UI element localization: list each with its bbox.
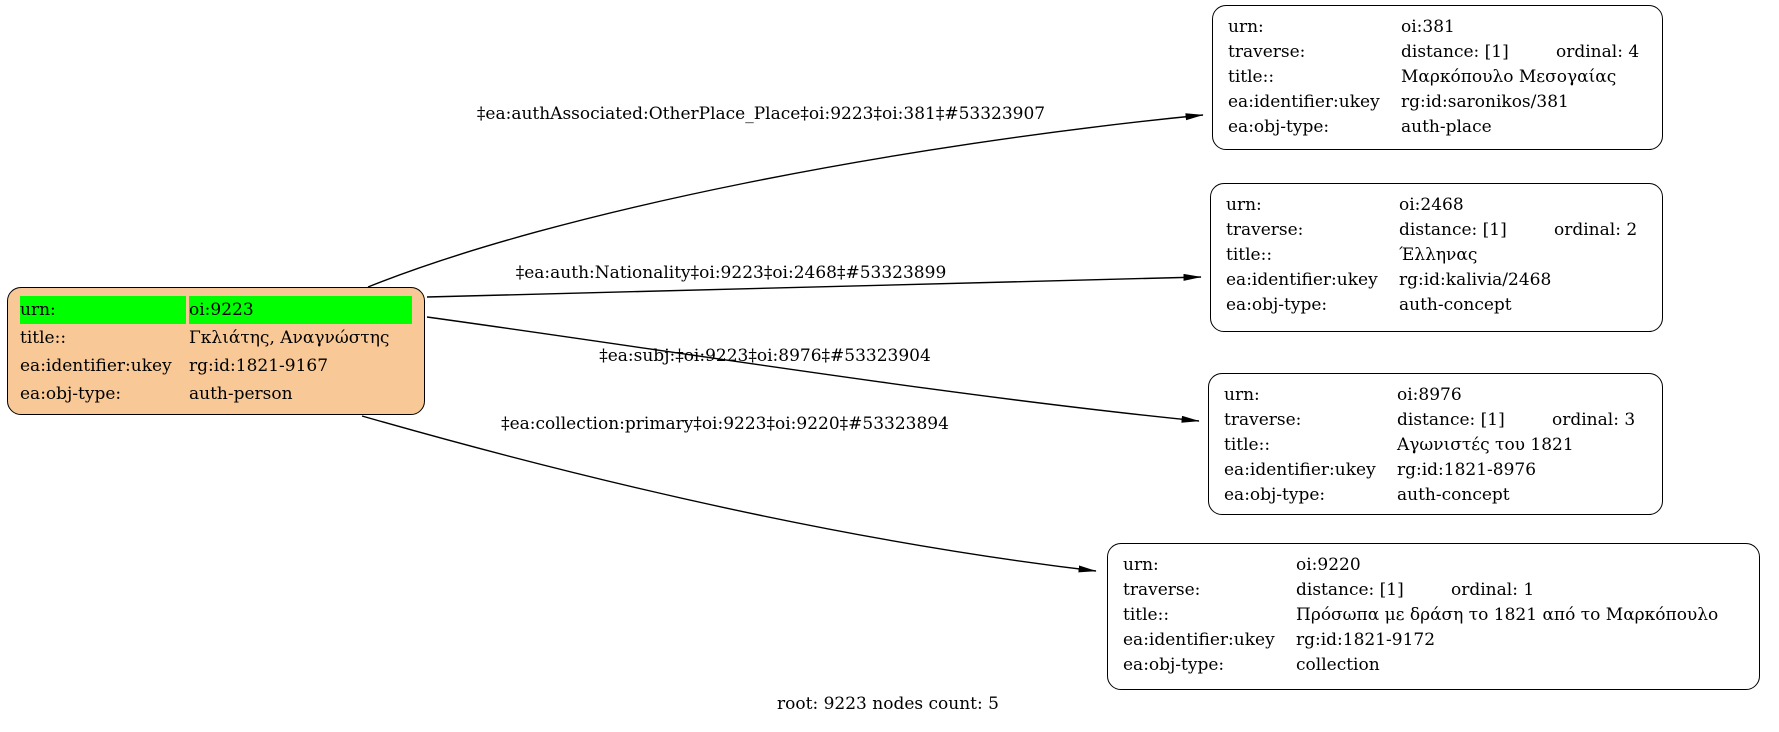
row-label: urn: [1123,555,1159,575]
node-row-urn: urn: oi:9220 [1123,553,1744,578]
row-value: oi:9223 [189,296,412,324]
edge-label-subj: ‡ea:subj:‡oi:9223‡oi:8976‡#53323904 [599,346,931,366]
node-row-objtype: ea:obj-type: auth-concept [1226,293,1647,318]
row-value: rg:id:1821-9167 [189,356,329,376]
row-value: rg:id:saronikos/381 [1401,92,1569,112]
node-row-traverse: traverse: distance: [1] ordinal: 1 [1123,578,1744,603]
node-oi-9223-root: urn: oi:9223 title:: Γκλιάτης, Αναγνώστη… [7,287,425,415]
row-label: ea:obj-type: [1228,117,1330,137]
row-value: oi:8976 [1397,385,1462,405]
node-row-urn: urn: oi:8976 [1224,383,1647,408]
row-label: urn: [20,296,186,324]
node-row-urn: urn: oi:2468 [1226,193,1647,218]
node-oi-9220: urn: oi:9220 traverse: distance: [1] ordi… [1107,543,1760,690]
row-value: oi:9220 [1296,555,1361,575]
row-label: ea:obj-type: [1224,485,1326,505]
row-label: ea:obj-type: [1226,295,1328,315]
node-row-objtype: ea:obj-type: collection [1123,653,1744,678]
row-label: urn: [1228,17,1264,37]
row-label: ea:obj-type: [20,384,122,404]
row-value: Έλληνας [1399,245,1478,265]
edge-label-collection-primary: ‡ea:collection:primary‡oi:9223‡oi:9220‡#… [501,414,949,434]
node-row-title: title:: Αγωνιστές του 1821 [1224,433,1647,458]
row-value: auth-person [189,384,293,404]
row-value: Μαρκόπουλο Μεσογαίας [1401,67,1617,87]
row-value: Αγωνιστές του 1821 [1397,435,1574,455]
node-row-identifier: ea:identifier:ukey rg:id:saronikos/381 [1228,90,1647,115]
row-label: ea:identifier:ukey [1228,92,1380,112]
traverse-distance: distance: [1] [1399,220,1507,240]
row-label: urn: [1226,195,1262,215]
row-value: oi:2468 [1399,195,1464,215]
row-label: traverse: [1123,580,1201,600]
row-label: ea:identifier:ukey [20,356,172,376]
node-oi-381: urn: oi:381 traverse: distance: [1] ordin… [1212,5,1663,150]
node-row-identifier: ea:identifier:ukey rg:id:1821-8976 [1224,458,1647,483]
edge-authassociated-otherplace [367,113,1204,288]
row-label: traverse: [1226,220,1304,240]
traverse-distance: distance: [1] [1401,42,1509,62]
node-row-title: title:: Πρόσωπα με δράση το 1821 από το … [1123,603,1744,628]
row-label: urn: [1224,385,1260,405]
node-row-identifier: ea:identifier:ukey rg:id:1821-9172 [1123,628,1744,653]
node-row-identifier: ea:identifier:ukey rg:id:1821-9167 [20,352,412,380]
node-row-urn: urn: oi:9223 [20,296,412,324]
row-value: Πρόσωπα με δράση το 1821 από το Μαρκόπου… [1296,605,1719,625]
node-row-traverse: traverse: distance: [1] ordinal: 4 [1228,40,1647,65]
node-row-identifier: ea:identifier:ukey rg:id:kalivia/2468 [1226,268,1647,293]
node-oi-8976: urn: oi:8976 traverse: distance: [1] ordi… [1208,373,1663,515]
row-label: title:: [1224,435,1271,455]
row-label: ea:identifier:ukey [1123,630,1275,650]
traverse-ordinal: ordinal: 2 [1554,220,1638,240]
node-row-title: title:: Έλληνας [1226,243,1647,268]
node-row-objtype: ea:obj-type: auth-concept [1224,483,1647,508]
traverse-ordinal: ordinal: 4 [1556,42,1640,62]
row-value: rg:id:1821-9172 [1296,630,1436,650]
row-value: auth-concept [1399,295,1512,315]
node-oi-2468: urn: oi:2468 traverse: distance: [1] ordi… [1210,183,1663,332]
row-value: auth-place [1401,117,1492,137]
node-row-title: title:: Μαρκόπουλο Μεσογαίας [1228,65,1647,90]
row-value: rg:id:1821-8976 [1397,460,1537,480]
graph-caption: root: 9223 nodes count: 5 [777,694,999,714]
traverse-distance: distance: [1] [1296,580,1404,600]
edge-subj [426,316,1200,423]
row-value: rg:id:kalivia/2468 [1399,270,1552,290]
row-label: title:: [1226,245,1273,265]
traverse-ordinal: ordinal: 3 [1552,410,1636,430]
edge-label-authassociated-otherplace: ‡ea:authAssociated:OtherPlace_Place‡oi:9… [476,104,1046,124]
row-label: ea:identifier:ukey [1224,460,1376,480]
row-label: title:: [20,328,67,348]
node-row-objtype: ea:obj-type: auth-person [20,380,412,408]
row-value: collection [1296,655,1380,675]
row-label: ea:identifier:ukey [1226,270,1378,290]
node-row-urn: urn: oi:381 [1228,15,1647,40]
row-label: title:: [1123,605,1170,625]
node-row-title: title:: Γκλιάτης, Αναγνώστης [20,324,412,352]
row-label: title:: [1228,67,1275,87]
row-label: traverse: [1228,42,1306,62]
traverse-ordinal: ordinal: 1 [1451,580,1535,600]
row-value: Γκλιάτης, Αναγνώστης [189,328,390,348]
row-label: traverse: [1224,410,1302,430]
edge-collection-primary [361,415,1097,573]
node-row-objtype: ea:obj-type: auth-place [1228,115,1647,140]
row-value: oi:381 [1401,17,1455,37]
row-label: ea:obj-type: [1123,655,1225,675]
edge-label-auth-nationality: ‡ea:auth:Nationality‡oi:9223‡oi:2468‡#53… [515,263,947,283]
node-row-traverse: traverse: distance: [1] ordinal: 2 [1226,218,1647,243]
node-row-traverse: traverse: distance: [1] ordinal: 3 [1224,408,1647,433]
traverse-distance: distance: [1] [1397,410,1505,430]
row-value: auth-concept [1397,485,1510,505]
